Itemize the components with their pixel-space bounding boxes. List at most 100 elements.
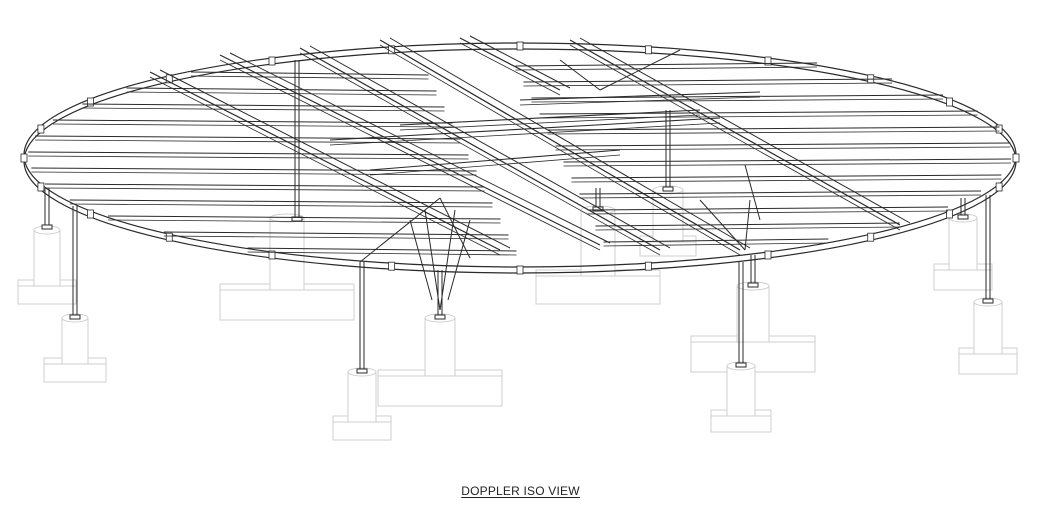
beam-bottom-flange <box>519 96 761 106</box>
roof-joist <box>563 158 1012 167</box>
rim-connection-plate <box>644 45 652 55</box>
roof-joist <box>531 94 943 103</box>
joist-bottom-flange <box>555 146 1011 151</box>
roof-joist <box>595 222 900 231</box>
main-girder <box>219 52 611 251</box>
roof-frame-layer <box>20 35 1020 275</box>
roof-joist <box>108 215 501 224</box>
footing-layer <box>17 185 1018 441</box>
rim-connection-plate <box>764 56 772 66</box>
joist-bottom-flange <box>44 187 485 192</box>
girder-top-flange <box>299 47 661 251</box>
rim-connection-plate <box>764 250 772 260</box>
joist-bottom-flange <box>247 251 517 256</box>
rim-connection-plate <box>995 182 1003 192</box>
footing <box>933 213 993 291</box>
joist-top-flange <box>595 222 900 227</box>
column-base-plate <box>747 282 759 288</box>
drawing-caption: DOPPLER ISO VIEW <box>0 484 1041 498</box>
column-base-plate <box>356 368 368 374</box>
joist-top-flange <box>52 119 453 124</box>
main-girder <box>459 35 571 96</box>
diagonal-brace <box>424 209 441 311</box>
column-base-plate <box>592 206 604 212</box>
joist-bottom-flange <box>595 226 900 231</box>
joist-top-flange <box>108 215 501 220</box>
rim-connection-plate <box>165 232 173 242</box>
footing-pedestal <box>33 229 61 287</box>
roof-joist <box>547 126 1000 135</box>
joist-bottom-flange <box>563 162 1012 167</box>
rim-connection-plate <box>388 261 396 271</box>
girder-top-flange <box>149 71 501 251</box>
transverse-beam <box>399 109 701 131</box>
joist-bottom-flange <box>163 235 509 240</box>
rim-connection-plate <box>87 97 94 107</box>
rim-connection-plate <box>1012 153 1020 163</box>
joist-top-flange <box>247 247 517 252</box>
girder-bottom-flange <box>569 44 901 231</box>
roof-joist <box>31 167 477 176</box>
joist-top-flange <box>555 142 1011 147</box>
roof-kicker <box>359 197 441 263</box>
joist-top-flange <box>69 199 493 204</box>
joist-top-flange <box>44 183 485 188</box>
beam-top-flange <box>329 117 721 141</box>
roof-kicker <box>439 197 471 259</box>
rim-connection-plate <box>37 182 45 192</box>
rim-connection-plate <box>946 97 953 107</box>
rim-connection-plate <box>268 250 276 260</box>
main-girder <box>569 37 911 231</box>
girder-bottom-flange <box>299 52 661 256</box>
roof-joist <box>35 135 461 144</box>
column <box>434 270 446 320</box>
column <box>291 60 303 222</box>
roof-joist <box>571 174 1002 183</box>
footing-pedestal <box>973 301 1003 355</box>
joist-top-flange <box>579 190 981 195</box>
joist-bottom-flange <box>531 98 943 103</box>
footing <box>219 213 355 321</box>
roof-kicker <box>559 59 601 91</box>
girder-top-edge <box>389 37 751 249</box>
joist-bottom-flange <box>35 139 461 144</box>
roof-joist <box>82 103 445 112</box>
joist-bottom-flange <box>579 194 981 199</box>
beam-top-flange <box>399 109 701 126</box>
rim-connection-plate <box>995 124 1003 134</box>
column <box>662 110 674 192</box>
rim-connection-plate <box>20 153 28 163</box>
girder-top-edge <box>579 37 911 224</box>
joist-bottom-flange <box>587 210 949 215</box>
roof-joist <box>44 183 485 192</box>
roof-joist <box>163 231 509 240</box>
roof-kicker <box>744 164 761 221</box>
girder-top-flange <box>379 39 741 251</box>
beam-top-flange <box>519 91 761 101</box>
joist-top-flange <box>163 231 509 236</box>
diagonal-brace <box>409 219 433 301</box>
joist-bottom-flange <box>515 66 818 71</box>
roof-joist <box>126 87 437 96</box>
roof-joist <box>555 142 1011 151</box>
perimeter-ring-beam <box>23 48 1017 274</box>
joist-bottom-flange <box>28 155 469 160</box>
joist-top-flange <box>547 126 1000 131</box>
transverse-beam <box>369 149 621 176</box>
joist-top-flange <box>28 151 469 156</box>
column <box>41 188 53 230</box>
rim-connection-plate <box>516 265 524 275</box>
footing-pedestal <box>652 189 684 243</box>
footing <box>377 313 503 407</box>
joist-bottom-flange <box>69 203 493 208</box>
roof-joist <box>69 199 493 208</box>
transverse-beam <box>519 91 761 106</box>
joist-bottom-flange <box>52 123 453 128</box>
footing <box>690 281 816 373</box>
joist-bottom-flange <box>571 178 1002 183</box>
joist-top-flange <box>82 103 445 108</box>
beam-bottom-flange <box>399 114 701 131</box>
rim-connection-plate <box>867 232 875 242</box>
joist-bottom-flange <box>190 75 429 80</box>
